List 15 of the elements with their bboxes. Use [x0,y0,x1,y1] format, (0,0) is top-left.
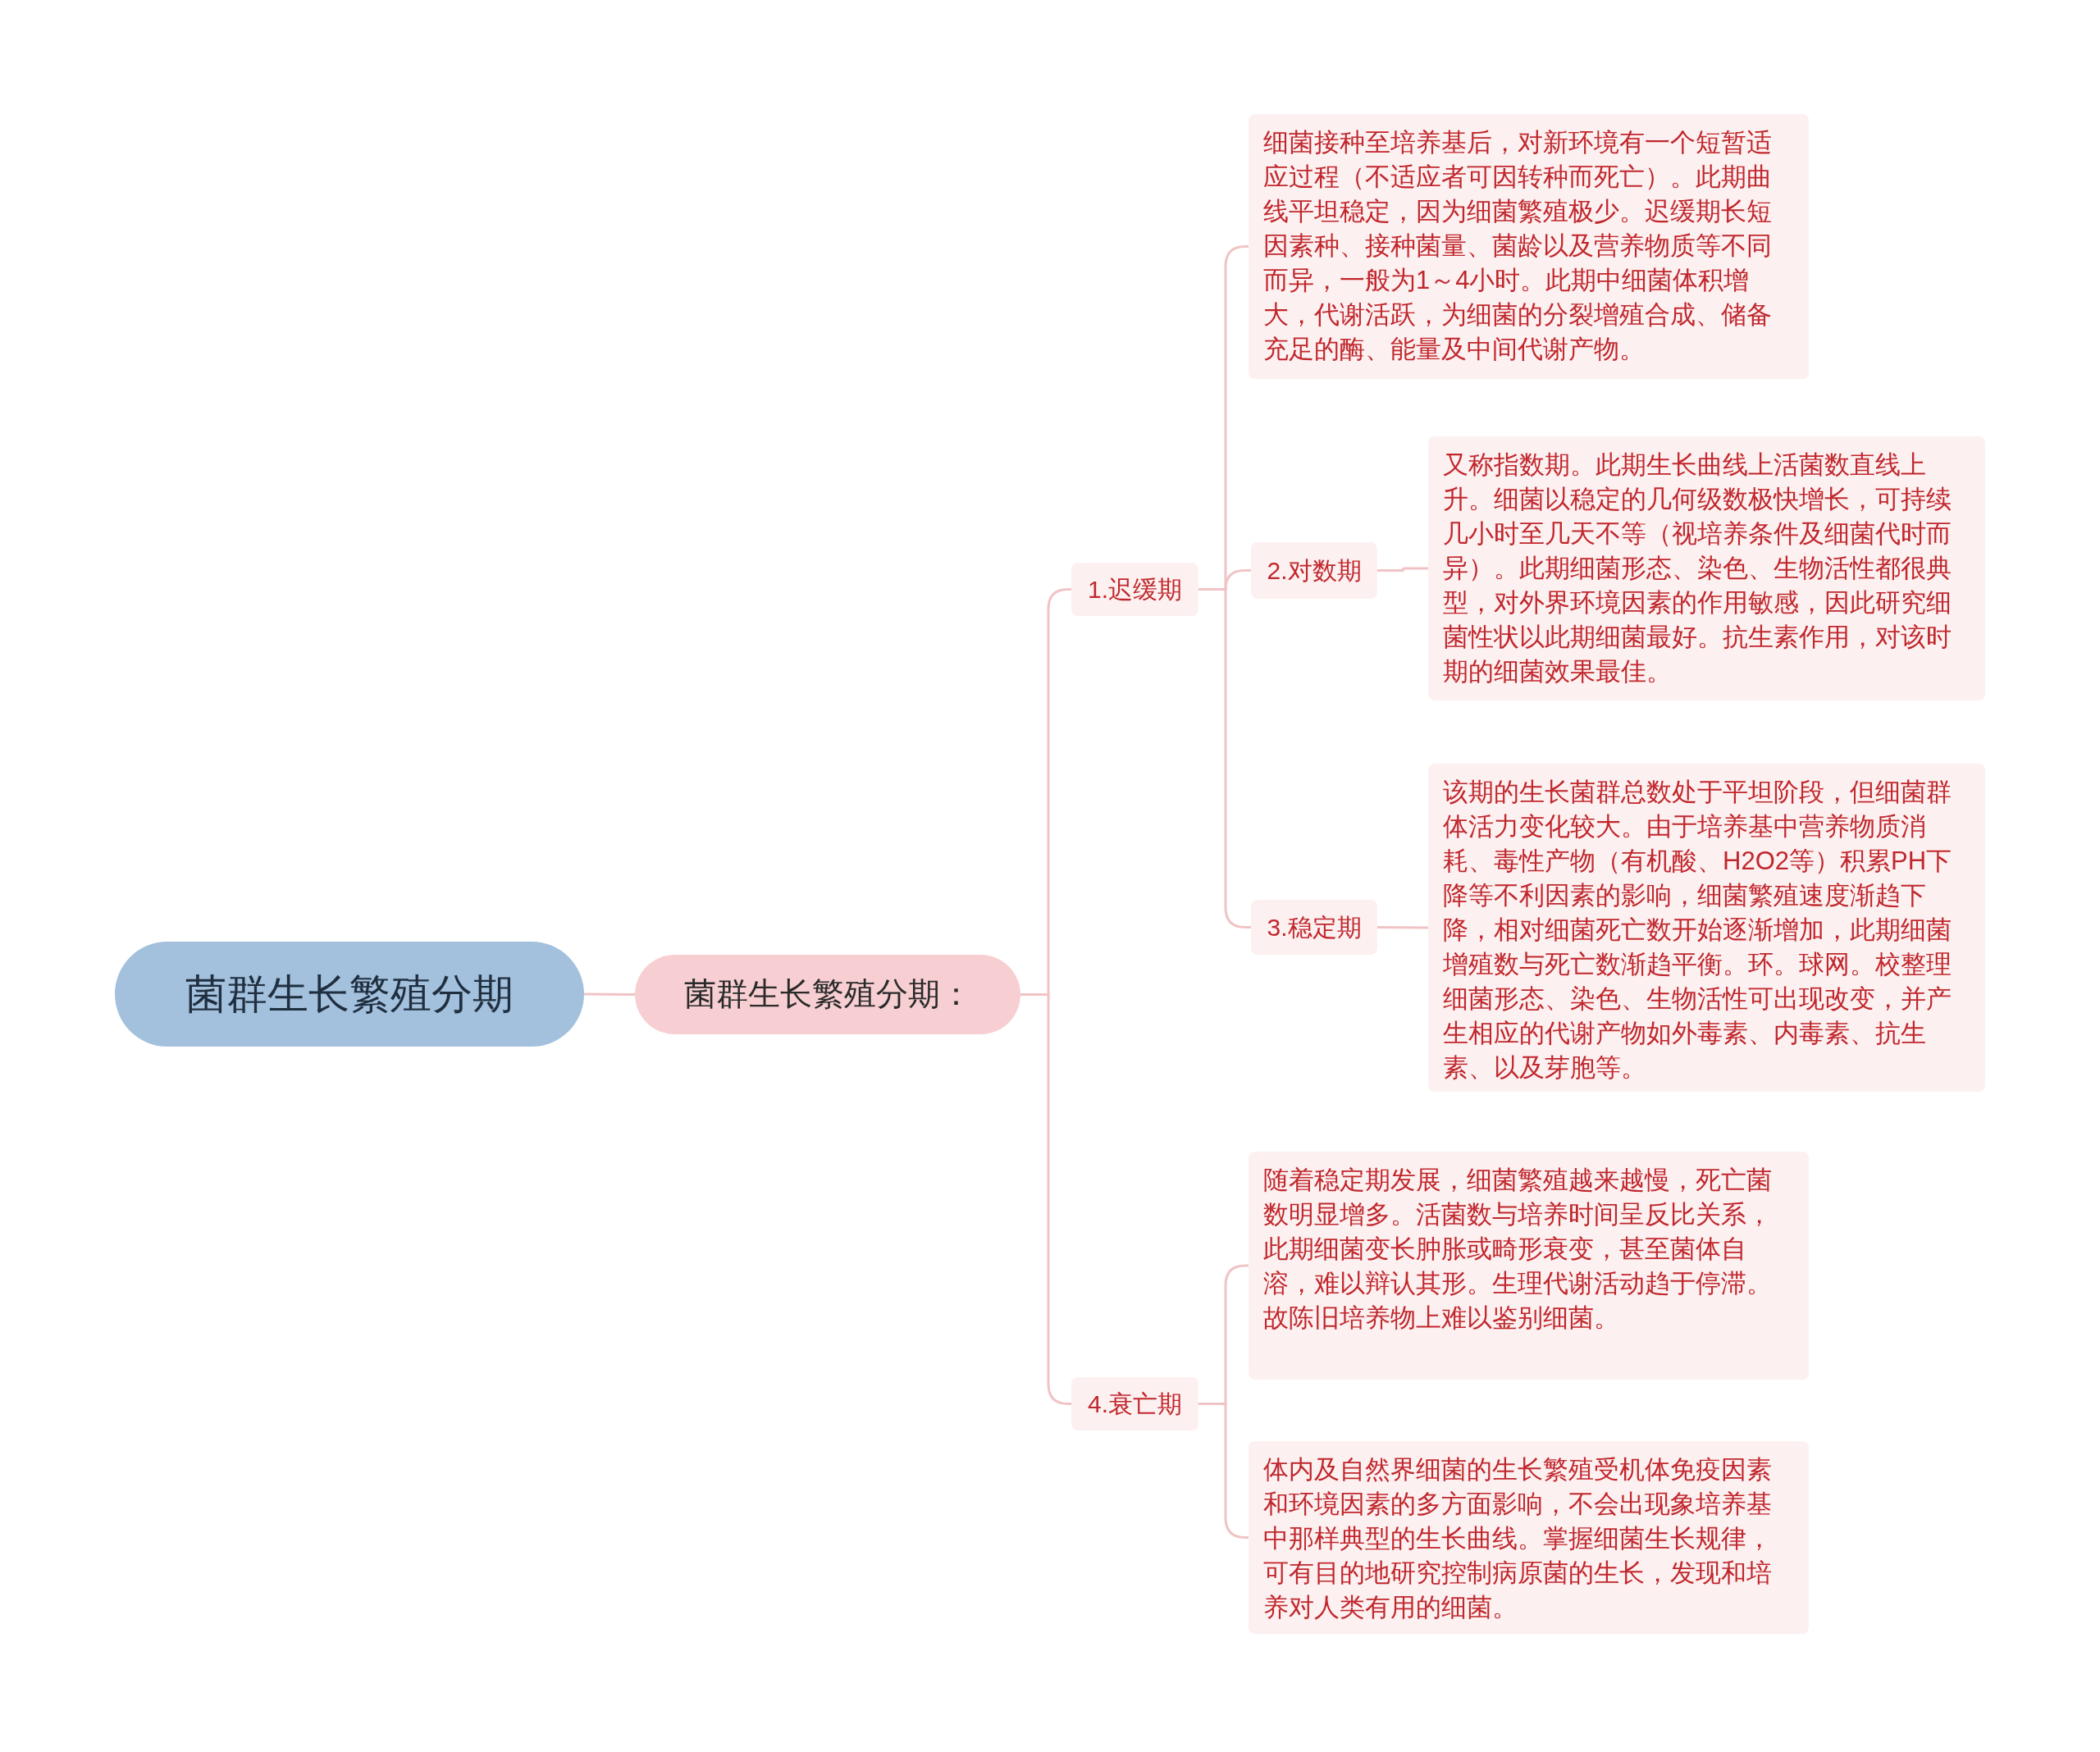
connector-line [584,992,635,996]
subtopic-label: 2.对数期 [1251,542,1377,599]
subtopic-label: 1.迟缓期 [1071,563,1198,616]
connector-line [1198,1403,1249,1539]
description-card: 又称指数期。此期生长曲线上活菌数直线上升。细菌以稳定的几何级数极快增长，可持续几小时至几天不等（视培养条件及细菌代时而异）。此期细菌形态、染色、生物活性都很典型，对外界环境因素的作用敏感，因此研究细菌性状以此期细菌最好。抗生素作用，对该时期的细菌效果最佳。 [1428,436,1985,700]
description-card: 随着稳定期发展，细菌繁殖越来越慢，死亡菌数明显增多。活菌数与培养时间呈反比关系，此期细菌变长肿胀或畸形衰变，甚至菌体自溶，难以辩认其形。生理代谢活动趋于停滞。故陈旧培养物上难以鉴别细菌。 [1249,1152,1809,1380]
root-topic: 菌群生长繁殖分期 [115,942,584,1047]
main-topic: 菌群生长繁殖分期： [635,955,1020,1034]
subtopic-label: 3.稳定期 [1251,900,1377,955]
description-card: 细菌接种至培养基后，对新环境有一个短暂适应过程（不适应者可因转种而死亡）。此期曲线平坦稳定，因为细菌繁殖极少。迟缓期长短因素种、接种菌量、菌龄以及营养物质等不同而异，一般为1～4小时。此期中细菌体积增大，代谢活跃，为细菌的分裂增殖合成、储备充足的酶、能量及中间代谢产物。 [1249,114,1809,379]
description-card: 体内及自然界细菌的生长繁殖受机体免疫因素和环境因素的多方面影响，不会出现象培养基中那样典型的生长曲线。掌握细菌生长规律，可有目的地研究控制病原菌的生长，发现和培养对人类有用的细菌。 [1249,1441,1809,1634]
description-card: 该期的生长菌群总数处于平坦阶段，但细菌群体活力变化较大。由于培养基中营养物质消耗、毒性产物（有机酸、H2O2等）积累PH下降等不利因素的影响，细菌繁殖速度渐趋下降，相对细菌死亡数开始逐渐增加，此期细菌增殖数与死亡数渐趋平衡。环。球网。校整理细菌形态、染色、生物活性可出现改变，并产生相应的代谢产物如外毒素、内毒素、抗生素、以及芽胞等。 [1428,764,1985,1092]
connector-line [1377,567,1428,572]
connector-line [1377,926,1428,929]
subtopic-label: 4.衰亡期 [1071,1377,1198,1430]
